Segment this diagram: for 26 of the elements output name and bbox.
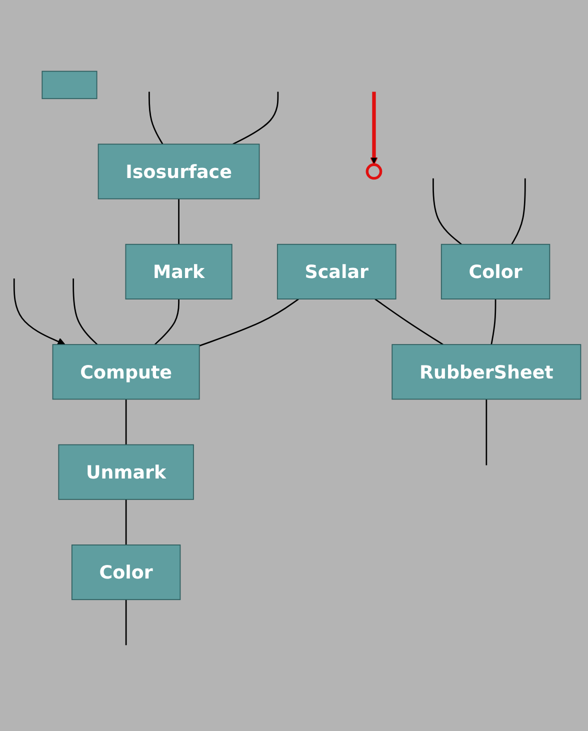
connector-line [432,178,462,246]
connector-line [370,92,378,166]
connector-line [490,299,496,346]
connector-line [486,400,488,466]
node-circle [366,164,382,180]
connector-line [125,500,127,546]
connector-line [125,400,127,446]
connector-line [148,92,164,145]
connector-line [13,278,66,346]
connector-line [154,299,180,346]
connector-line [199,298,299,347]
node-box: Mark [125,244,232,300]
connector-line [511,178,526,246]
node-box: Isosurface [98,144,260,200]
connector-line [72,278,98,346]
node-box: Compute [52,344,200,400]
node-box: Unmark [58,444,194,500]
node-box: Color [71,544,181,600]
connector-line [178,199,180,245]
node-box [42,71,98,100]
connector-line [374,298,444,346]
node-box: Color [440,244,550,300]
connector-line [125,600,127,646]
node-box: Scalar [276,244,396,300]
connector-line [232,92,279,146]
node-box: RubberSheet [392,344,582,400]
